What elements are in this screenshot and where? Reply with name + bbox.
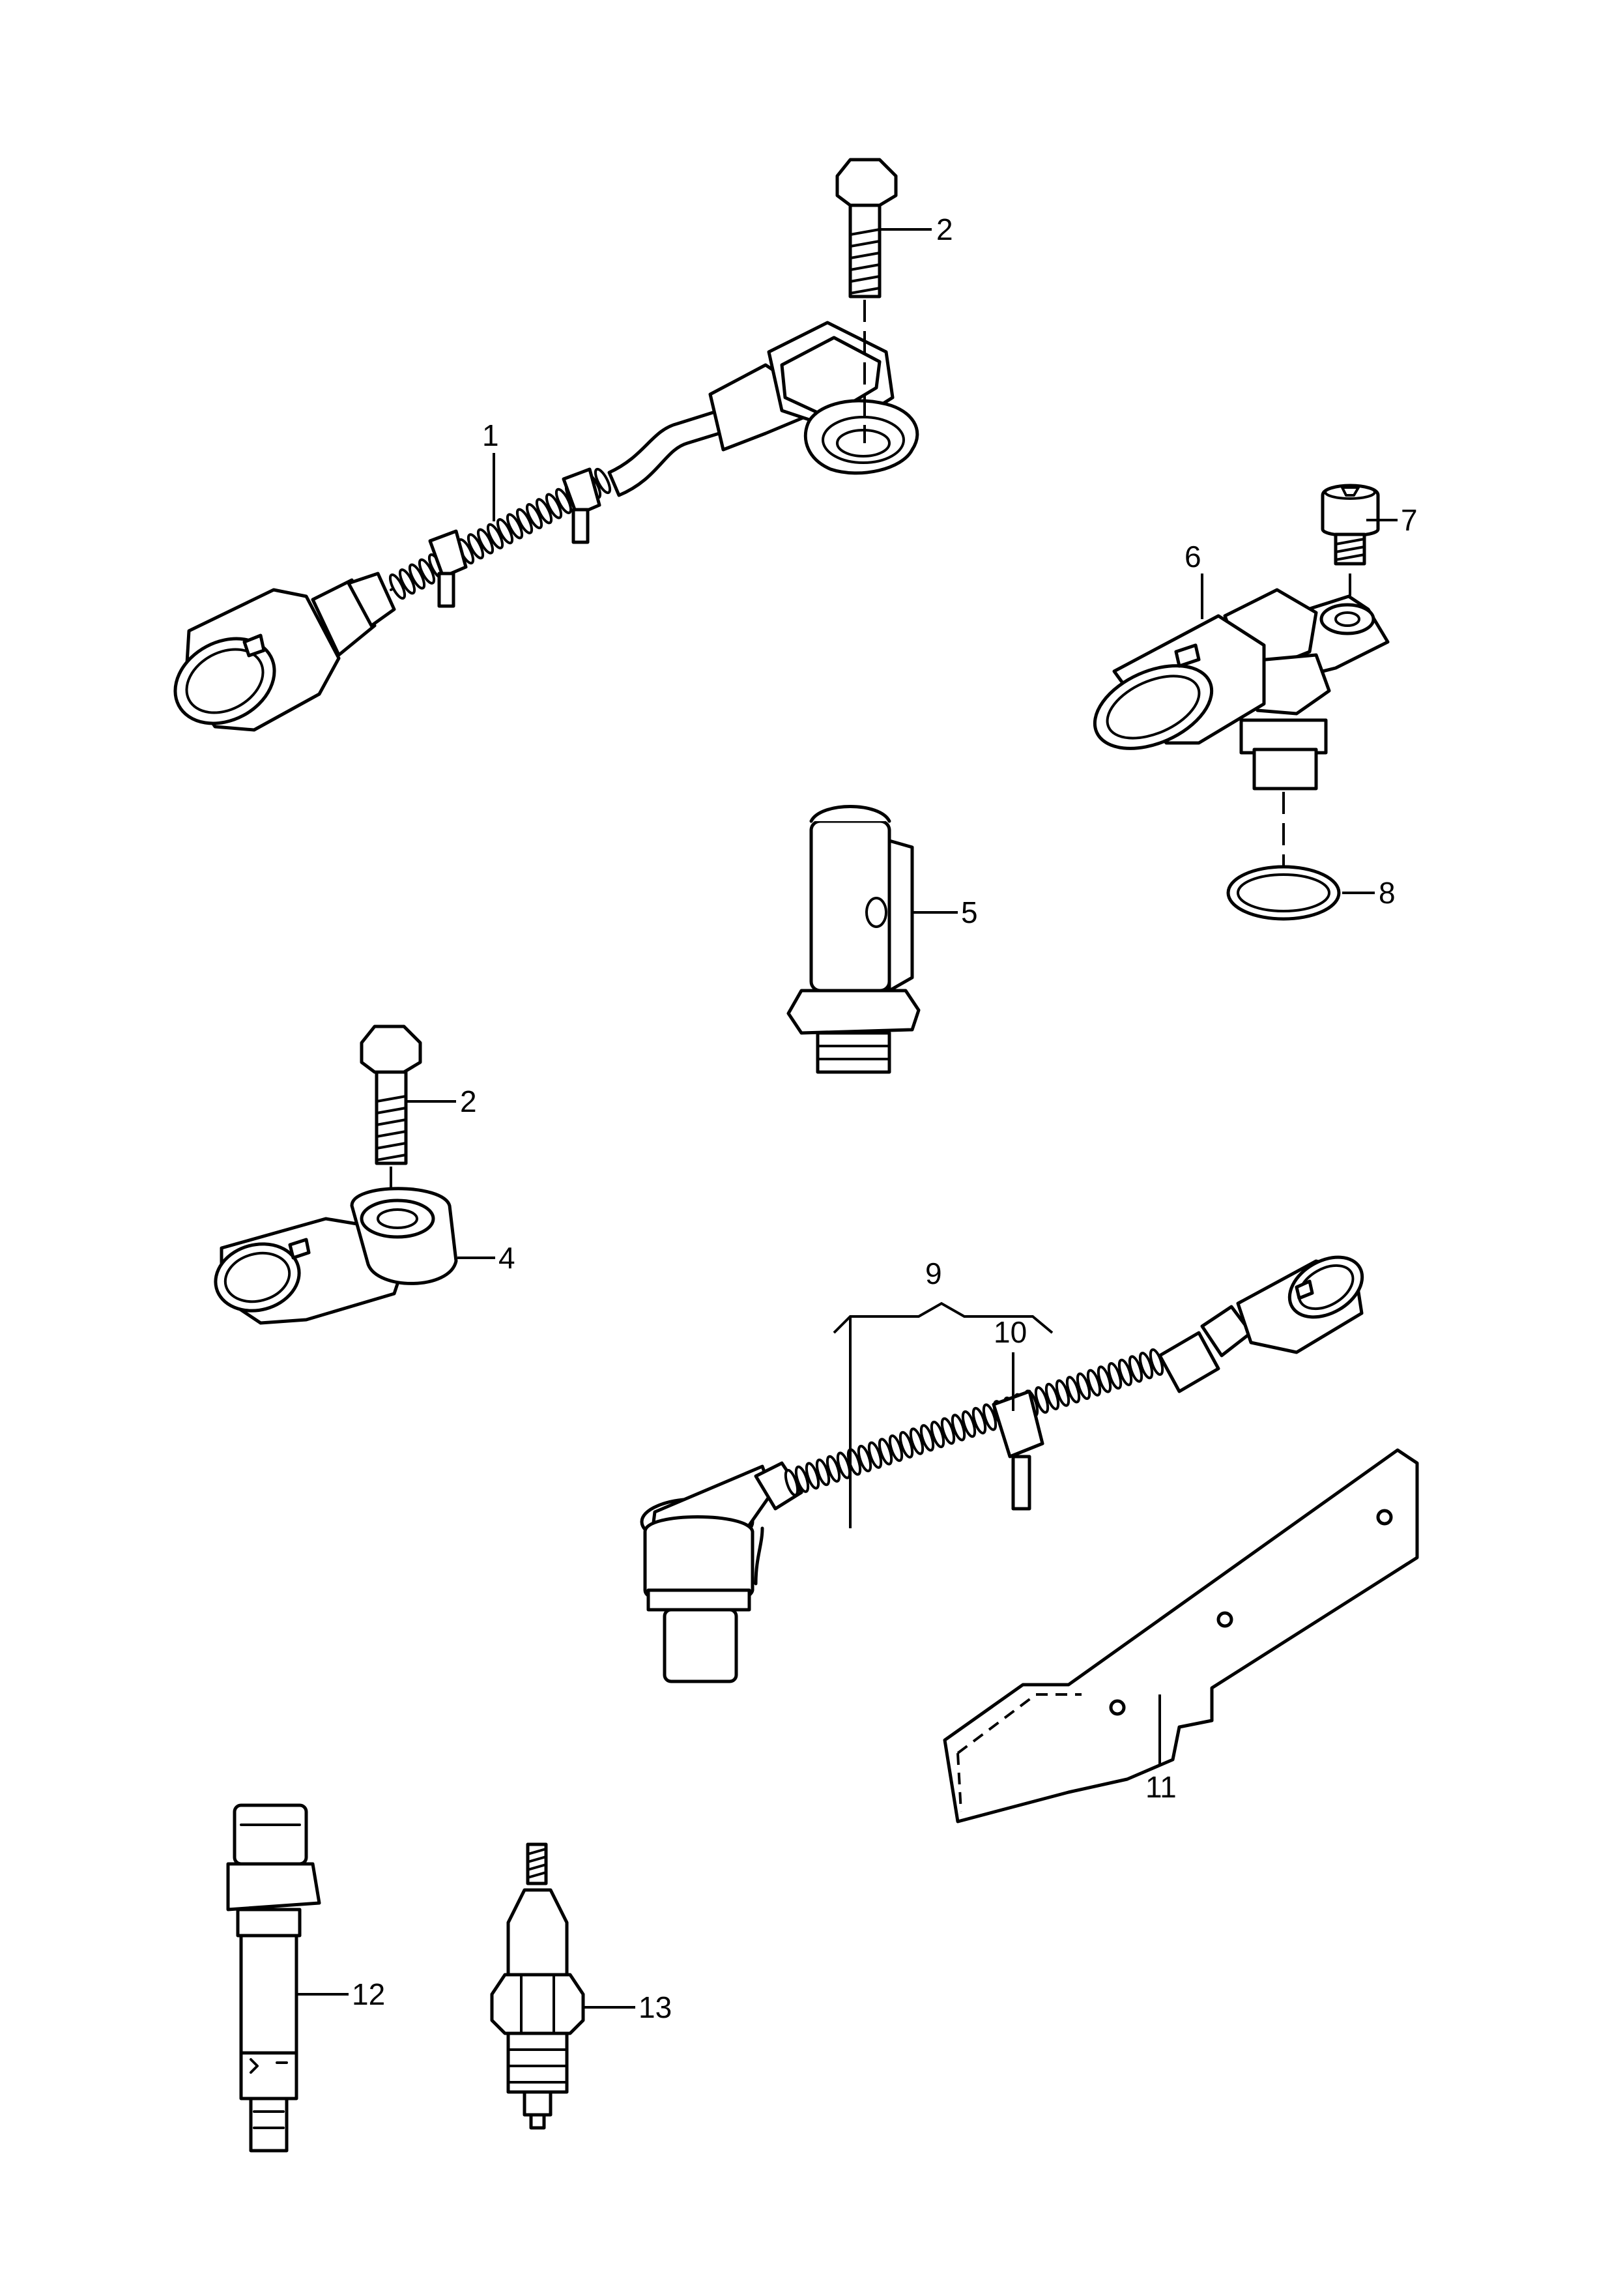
callout-4-label[interactable]: 4 xyxy=(498,1241,515,1275)
corrugation-rib xyxy=(867,1441,883,1469)
callout-13[interactable]: 13 xyxy=(639,1990,672,2024)
corrugation-rib xyxy=(857,1444,872,1473)
callout-12[interactable]: 12 xyxy=(352,1977,385,2011)
corrugation-rib xyxy=(805,1462,820,1490)
part-8-o-ring[interactable] xyxy=(1226,865,1341,921)
corrugation-rib xyxy=(909,1427,925,1455)
corrugation-rib xyxy=(1055,1379,1070,1407)
part-13-spark-plug[interactable] xyxy=(490,1842,585,2130)
corrugation-rib xyxy=(535,498,553,525)
part-6-camshaft-sensor[interactable] xyxy=(1082,588,1390,791)
corrugation-rib xyxy=(388,573,407,600)
corrugation-rib xyxy=(486,523,504,549)
corrugation-rib xyxy=(982,1403,998,1431)
corrugation-rib xyxy=(1138,1352,1154,1380)
corrugation-rib xyxy=(1065,1376,1081,1404)
thread-line xyxy=(526,1855,547,1863)
corrugation-rib xyxy=(971,1406,987,1434)
corrugation-rib xyxy=(1117,1358,1133,1386)
callout-2a[interactable]: 2 xyxy=(936,212,953,246)
corrugation-rib xyxy=(398,568,416,595)
thread-line xyxy=(849,240,881,248)
thread-line xyxy=(849,263,881,271)
corrugation-rib xyxy=(961,1410,977,1438)
corrugation-rib xyxy=(545,493,563,519)
thread-line xyxy=(375,1118,407,1126)
thread-line xyxy=(1334,553,1366,561)
thread-line xyxy=(375,1130,407,1138)
thread-line xyxy=(849,275,881,283)
thread-line xyxy=(849,228,881,236)
callout-7[interactable]: 7 xyxy=(1401,503,1418,537)
corrugation-rib xyxy=(815,1459,831,1487)
thread-line xyxy=(1334,538,1366,545)
corrugation-rib xyxy=(784,1468,799,1497)
callout-1[interactable]: 1 xyxy=(482,418,499,452)
thread-line xyxy=(526,1871,547,1879)
corrugation-rib xyxy=(1034,1386,1050,1414)
part-12-ignition-coil[interactable] xyxy=(226,1803,321,2153)
part-7-screw[interactable] xyxy=(1321,484,1380,566)
corrugation-rib xyxy=(418,558,436,585)
callout-8[interactable]: 8 xyxy=(1379,876,1396,910)
corrugation-rib xyxy=(1086,1369,1102,1397)
corrugation-rib xyxy=(1076,1372,1091,1401)
corrugation-rib xyxy=(525,502,543,530)
part-11-heat-shield[interactable] xyxy=(943,1448,1419,1824)
thread-line xyxy=(1334,545,1366,553)
thread-line xyxy=(849,252,881,259)
corrugation-rib xyxy=(496,518,514,545)
part-2-bolt-middle[interactable] xyxy=(360,1024,422,1165)
thread-line xyxy=(526,1863,547,1871)
corrugation-rib xyxy=(878,1438,893,1466)
part-5-pressure-switch[interactable] xyxy=(786,805,921,1074)
corrugation-rib xyxy=(506,513,524,540)
thread-line xyxy=(375,1107,407,1114)
callout-10[interactable]: 10 xyxy=(994,1315,1027,1349)
corrugation-rib xyxy=(1107,1362,1123,1390)
part-2-bolt-top[interactable] xyxy=(835,158,898,298)
corrugation-rib xyxy=(554,487,573,514)
corrugation-rib xyxy=(930,1420,945,1449)
corrugation-rib xyxy=(515,508,534,534)
part-9-speed-sensor-harness[interactable] xyxy=(640,1245,1373,1683)
corrugation-rib xyxy=(919,1424,935,1452)
callout-11-label[interactable]: 11 xyxy=(1145,1770,1177,1804)
corrugation-rib xyxy=(794,1465,810,1493)
corrugation-rib xyxy=(836,1451,852,1479)
corrugation-rib xyxy=(940,1417,956,1445)
corrugation-rib xyxy=(594,467,612,495)
part-1-sensor-harness[interactable] xyxy=(160,321,919,740)
callout-6[interactable]: 6 xyxy=(1185,540,1201,574)
corrugation-rib xyxy=(467,533,485,560)
corrugation-rib xyxy=(1128,1355,1143,1383)
corrugation-rib xyxy=(951,1414,966,1442)
corrugation-rib xyxy=(408,563,426,590)
thread-line xyxy=(375,1142,407,1150)
callout-9[interactable]: 9 xyxy=(925,1257,942,1290)
thread-line xyxy=(375,1154,407,1161)
corrugation-rib xyxy=(888,1434,904,1462)
callout-2b[interactable]: 2 xyxy=(460,1084,477,1118)
part-4-knock-sensor[interactable] xyxy=(208,1187,458,1325)
callout-5[interactable]: 5 xyxy=(961,895,978,929)
corrugation-rib xyxy=(1044,1382,1060,1410)
thread-line xyxy=(375,1095,407,1103)
thread-line xyxy=(526,1848,547,1855)
corrugation-rib xyxy=(1097,1365,1112,1393)
corrugation-rib xyxy=(476,528,495,555)
corrugation-rib xyxy=(826,1455,841,1483)
corrugation-rib xyxy=(898,1431,914,1459)
thread-line xyxy=(849,287,881,295)
